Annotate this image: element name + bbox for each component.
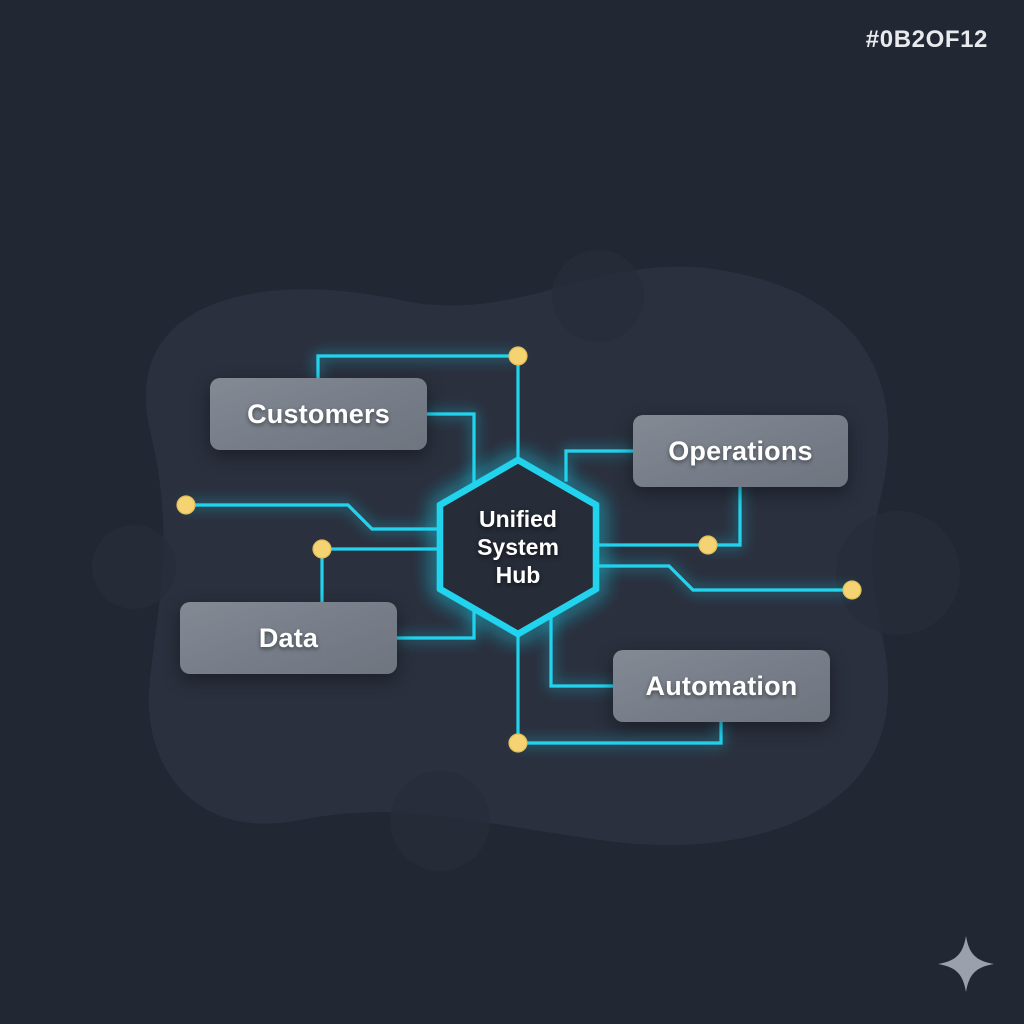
hub-label-line-2: System	[477, 533, 559, 560]
trace-top-customers	[316, 354, 520, 380]
hub-label-line-3: Hub	[495, 562, 541, 589]
trace-bottom-auto	[516, 720, 723, 745]
node-operations-label: Operations	[668, 435, 813, 466]
dot-left-outer[interactable]	[176, 495, 196, 515]
node-customers-label: Customers	[247, 398, 390, 429]
background-circle	[836, 511, 960, 635]
trace-operations-dot-glow	[706, 485, 742, 547]
node-data-label: Data	[258, 622, 319, 653]
trace-left-outer	[184, 503, 445, 531]
trace-operations-dot	[706, 485, 742, 547]
dot-left-inner[interactable]	[312, 539, 332, 559]
dot-right-outer[interactable]	[842, 580, 862, 600]
hub-hexagon[interactable]	[436, 455, 600, 639]
circuit-traces	[184, 354, 854, 745]
trace-operations-hub	[564, 449, 635, 482]
dot-right-inner[interactable]	[698, 535, 718, 555]
background-circle	[92, 525, 176, 609]
hub-label-line-1: Unified	[479, 505, 557, 532]
dot-bottom[interactable]	[508, 733, 528, 753]
trace-bottom-auto-glow	[516, 720, 723, 745]
node-customers[interactable]: Customers	[210, 378, 427, 450]
trace-right-outer	[590, 564, 854, 592]
trace-automation-hub	[549, 594, 615, 688]
trace-right-outer-glow	[590, 564, 854, 592]
trace-top-customers-glow	[316, 354, 520, 380]
dot-top[interactable]	[508, 346, 528, 366]
background-circle	[552, 250, 644, 342]
hub-hexagon-shape	[436, 456, 600, 638]
trace-left-outer-glow	[184, 503, 445, 531]
hub-node[interactable]: Unified System Hub	[432, 452, 604, 642]
node-automation[interactable]: Automation	[613, 650, 830, 722]
node-operations[interactable]: Operations	[633, 415, 848, 487]
junction-dots	[176, 346, 862, 753]
node-automation-label: Automation	[645, 670, 798, 701]
hub-label: Unified System Hub	[432, 452, 604, 642]
code-label: #0B2OF12	[865, 26, 988, 53]
node-data[interactable]: Data	[180, 602, 397, 674]
background-circle	[390, 771, 490, 871]
sparkle-icon	[938, 936, 994, 992]
